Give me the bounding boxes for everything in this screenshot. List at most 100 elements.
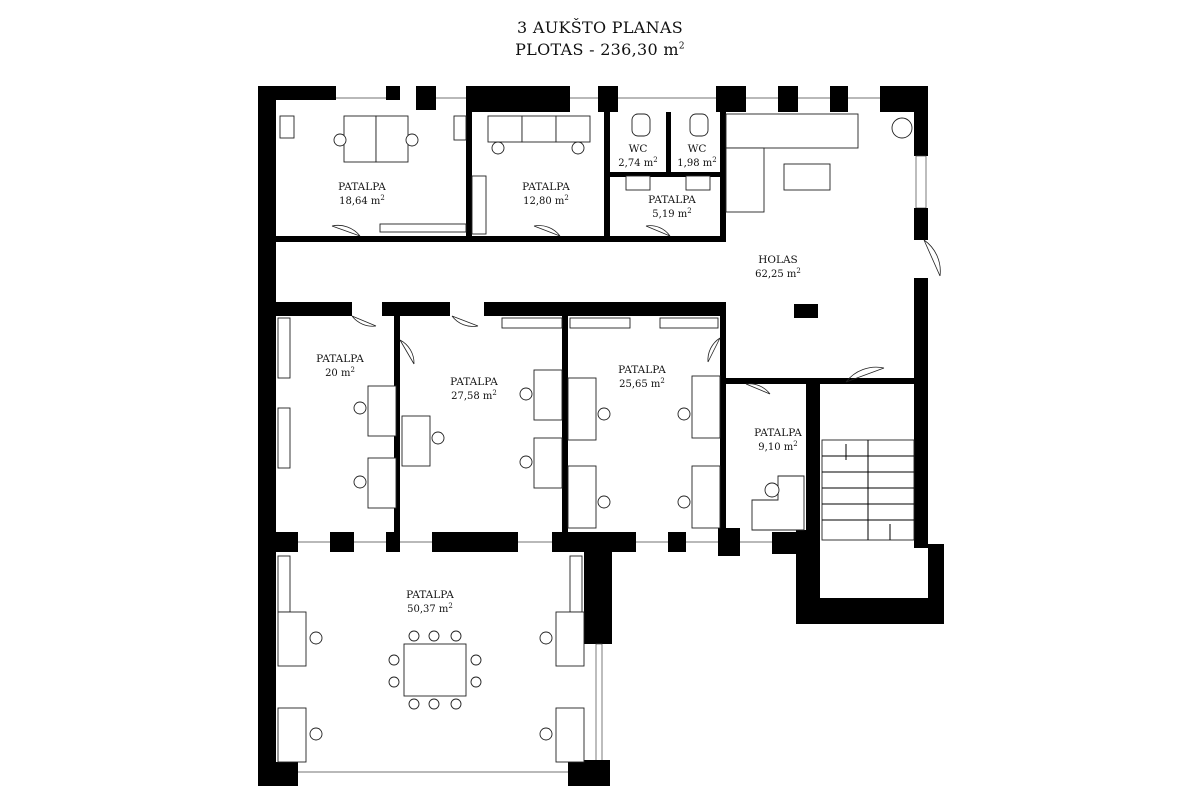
wall-holas-bottom bbox=[720, 378, 918, 384]
door-room4 bbox=[351, 315, 377, 327]
room-area: 18,64 m2 bbox=[339, 194, 385, 207]
room-area-sup: 2 bbox=[350, 366, 354, 374]
room-area-sup: 2 bbox=[380, 194, 384, 202]
chair bbox=[470, 654, 482, 666]
window-right bbox=[915, 155, 927, 209]
desk bbox=[567, 465, 597, 529]
chair bbox=[677, 407, 691, 421]
shelf bbox=[501, 317, 563, 329]
desk bbox=[533, 437, 563, 489]
room-area-value: 27,58 m bbox=[451, 391, 493, 402]
room-name: PATALPA bbox=[648, 194, 696, 206]
room-area: 62,25 m2 bbox=[755, 267, 801, 280]
desk bbox=[367, 457, 397, 509]
wall-small-room-left bbox=[720, 380, 726, 540]
room-name: PATALPA bbox=[406, 589, 454, 601]
desk bbox=[691, 375, 721, 439]
chair bbox=[677, 495, 691, 509]
chair bbox=[450, 630, 462, 642]
wall-top-pier-3 bbox=[598, 86, 618, 112]
chair bbox=[571, 141, 585, 155]
room-area: 20 m2 bbox=[325, 366, 355, 379]
room-area-sup: 2 bbox=[793, 440, 797, 448]
chair bbox=[470, 676, 482, 688]
wall-top-pier-2 bbox=[416, 86, 436, 110]
wall-top-pier-1 bbox=[386, 86, 400, 100]
wall-sep-7 bbox=[718, 528, 740, 556]
chair bbox=[388, 654, 400, 666]
room-name: PATALPA bbox=[754, 427, 802, 439]
sofa bbox=[725, 113, 859, 149]
room-name: HOLAS bbox=[758, 254, 798, 266]
room-area-value: 12,80 m bbox=[523, 196, 565, 207]
wall-mid-top-2 bbox=[382, 302, 450, 316]
wall-partition-1 bbox=[466, 112, 472, 240]
wall-partition-3 bbox=[720, 112, 726, 242]
cabinet bbox=[277, 555, 291, 613]
room-name: WC bbox=[688, 143, 707, 155]
door-entrance bbox=[923, 239, 941, 277]
chair bbox=[309, 727, 323, 741]
desk bbox=[277, 707, 307, 763]
chair bbox=[519, 387, 533, 401]
wall-top-pier-5 bbox=[778, 86, 798, 112]
wall-partition-2 bbox=[604, 112, 610, 240]
wall-wc-bottom bbox=[610, 172, 722, 177]
desk bbox=[567, 377, 597, 441]
door-room3 bbox=[645, 225, 671, 237]
desk bbox=[555, 707, 585, 763]
wall-mid-top-1 bbox=[276, 302, 352, 316]
room-area-sup: 2 bbox=[660, 377, 664, 385]
room-area-value: 20 m bbox=[325, 368, 351, 379]
room-area-value: 9,10 m bbox=[758, 442, 793, 453]
corner-desk bbox=[751, 475, 805, 531]
chair bbox=[408, 698, 420, 710]
room-name: PATALPA bbox=[522, 181, 570, 193]
chair bbox=[450, 698, 462, 710]
shelf bbox=[379, 223, 467, 233]
room-area: 1,98 m2 bbox=[677, 156, 716, 169]
subtitle-value: 236,30 m bbox=[600, 40, 679, 59]
desk bbox=[555, 611, 585, 667]
chair bbox=[408, 630, 420, 642]
wall-stair-bottom bbox=[796, 598, 944, 624]
room-area-value: 50,37 m bbox=[407, 604, 449, 615]
chair bbox=[431, 431, 445, 445]
shelf bbox=[659, 317, 719, 329]
chair bbox=[353, 475, 367, 489]
desk bbox=[277, 611, 307, 667]
chair bbox=[428, 630, 440, 642]
room-area: 25,65 m2 bbox=[619, 377, 665, 390]
room-area-value: 2,74 m bbox=[618, 158, 653, 169]
room-area: 50,37 m2 bbox=[407, 602, 453, 615]
room-name: PATALPA bbox=[316, 353, 364, 365]
subtitle-prefix: PLOTAS - bbox=[515, 40, 601, 59]
wall-wc-divider bbox=[666, 112, 671, 174]
wall-top-pier-6 bbox=[830, 86, 848, 112]
conference-table bbox=[403, 643, 467, 697]
room-area-value: 62,25 m bbox=[755, 269, 797, 280]
room-name: WC bbox=[629, 143, 648, 155]
room-area-sup: 2 bbox=[448, 602, 452, 610]
desk bbox=[533, 369, 563, 421]
subtitle-sup: 2 bbox=[678, 41, 685, 52]
wall-sep-1 bbox=[276, 532, 298, 552]
wall-big-corner bbox=[568, 760, 610, 786]
room-area-sup: 2 bbox=[492, 389, 496, 397]
wall-big-right bbox=[584, 552, 612, 644]
cabinet bbox=[471, 175, 487, 235]
door-room7 bbox=[745, 383, 771, 395]
toilet bbox=[631, 113, 651, 137]
desk bbox=[555, 115, 591, 143]
window-big-right bbox=[595, 643, 603, 763]
chair bbox=[539, 727, 553, 741]
staircase bbox=[821, 439, 915, 541]
wall-top-pier-4 bbox=[716, 86, 746, 112]
door-room5 bbox=[451, 315, 479, 327]
wall-left bbox=[258, 86, 276, 786]
room-labels: PATALPA 18,64 m2 PATALPA 12,80 m 2 WC 2,7… bbox=[316, 143, 802, 615]
room-area-sup: 2 bbox=[687, 207, 691, 215]
chair bbox=[539, 631, 553, 645]
chair bbox=[309, 631, 323, 645]
desk bbox=[691, 465, 721, 529]
